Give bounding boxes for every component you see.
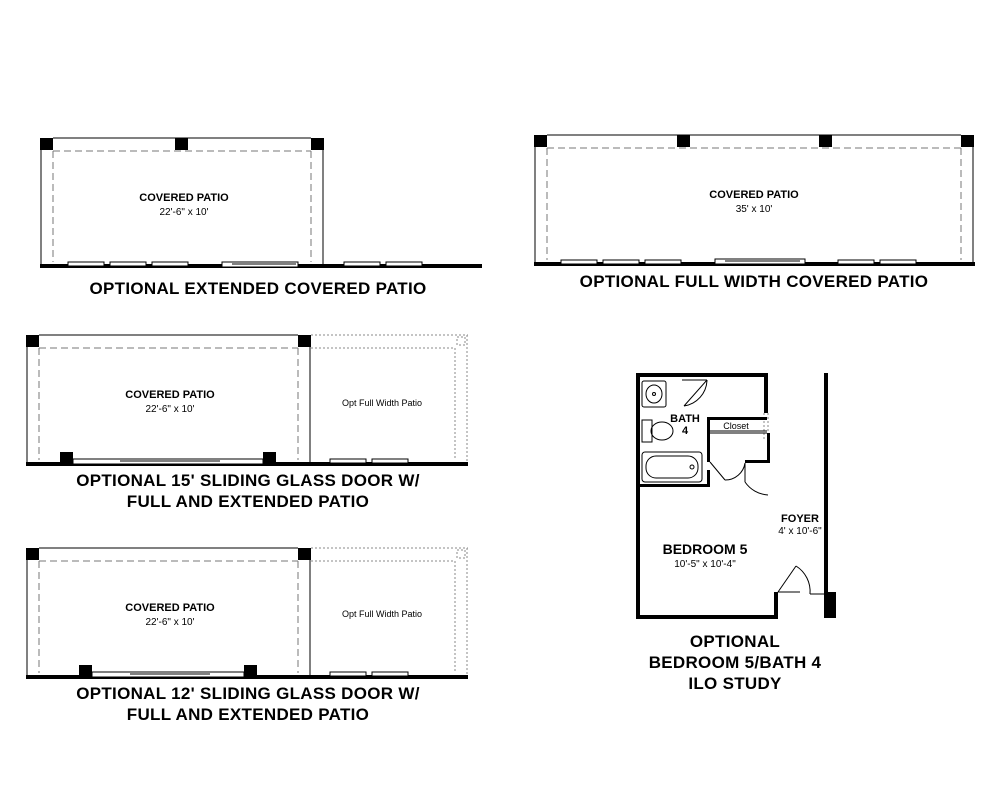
caption-line: FULL AND EXTENDED PATIO — [127, 705, 369, 724]
wall — [640, 484, 710, 487]
wall — [707, 417, 767, 420]
front-door — [777, 565, 811, 595]
post — [298, 335, 311, 347]
wall — [745, 460, 770, 463]
wall — [764, 373, 768, 413]
bath-label: BATH — [670, 413, 700, 425]
post — [263, 452, 276, 464]
window — [371, 458, 409, 464]
window — [837, 259, 875, 265]
wall — [636, 615, 778, 619]
opt-patio-label: Opt Full Width Patio — [342, 609, 422, 619]
window — [602, 259, 640, 265]
post — [677, 135, 690, 147]
bathtub — [641, 451, 703, 483]
foyer-dims: 4' x 10'-6" — [778, 526, 822, 537]
wall — [774, 592, 778, 619]
caption-line: BEDROOM 5/BATH 4 — [649, 653, 822, 672]
post — [26, 335, 39, 347]
window — [329, 671, 367, 677]
post — [961, 135, 974, 147]
window — [644, 259, 682, 265]
window — [151, 261, 189, 267]
opt-patio-label: Opt Full Width Patio — [342, 398, 422, 408]
wall — [767, 433, 770, 463]
caption-line: OPTIONAL — [690, 632, 780, 651]
plan-15-sliding-door: COVERED PATIO 22'-6" x 10' Opt Full Widt… — [26, 334, 468, 511]
post — [298, 548, 311, 560]
window — [371, 671, 409, 677]
window — [67, 261, 105, 267]
post — [40, 138, 53, 150]
bath-door — [682, 379, 708, 407]
post — [819, 135, 832, 147]
caption-line: OPTIONAL EXTENDED COVERED PATIO — [89, 279, 426, 298]
toilet-tank — [641, 419, 653, 443]
patio-dims: 22'-6" x 10' — [145, 617, 194, 628]
window — [109, 261, 147, 267]
caption-line: OPTIONAL 15' SLIDING GLASS DOOR W/ — [76, 471, 420, 490]
post — [244, 665, 257, 677]
caption-line: FULL AND EXTENDED PATIO — [127, 492, 369, 511]
patio-label: COVERED PATIO — [125, 389, 215, 401]
plan-bedroom5-bath4: BATH 4 Closet BEDROOM 5 10'-5" x 10'-4" … — [636, 373, 836, 693]
window — [560, 259, 598, 265]
closet-label: Closet — [723, 421, 749, 431]
plan-full-width-covered-patio: COVERED PATIO 35' x 10' OPTIONAL FULL WI… — [534, 134, 975, 291]
foyer-wall — [824, 373, 828, 595]
foyer-label: FOYER — [781, 513, 819, 525]
post — [79, 665, 92, 677]
patio-label: COVERED PATIO — [709, 189, 799, 201]
window — [879, 259, 917, 265]
caption-line: ILO STUDY — [688, 674, 782, 693]
bedroom-dims: 10'-5" x 10'-4" — [674, 559, 736, 570]
post — [26, 548, 39, 560]
wall — [707, 470, 710, 487]
sink — [641, 380, 667, 408]
bedroom-label: BEDROOM 5 — [663, 541, 748, 557]
post — [60, 452, 73, 464]
caption-line: OPTIONAL 12' SLIDING GLASS DOOR W/ — [76, 684, 420, 703]
window — [329, 458, 367, 464]
caption-line: OPTIONAL FULL WIDTH COVERED PATIO — [580, 272, 929, 291]
window — [385, 261, 423, 267]
window — [343, 261, 381, 267]
patio-dims: 22'-6" x 10' — [159, 207, 208, 218]
wall — [707, 417, 710, 462]
toilet-bowl — [650, 421, 674, 441]
patio-dims: 35' x 10' — [736, 204, 773, 215]
closet-door — [709, 461, 746, 481]
wall — [636, 373, 640, 619]
bedroom-door — [744, 463, 769, 496]
post — [175, 138, 188, 150]
patio-label: COVERED PATIO — [125, 602, 215, 614]
plan-extended-covered-patio: COVERED PATIO 22'-6" x 10' OPTIONAL EXTE… — [40, 137, 482, 298]
post — [534, 135, 547, 147]
wall — [636, 373, 768, 377]
post — [311, 138, 324, 150]
patio-label: COVERED PATIO — [139, 192, 229, 204]
foyer-wall — [824, 592, 836, 618]
patio-dims: 22'-6" x 10' — [145, 404, 194, 415]
bath-number: 4 — [682, 425, 689, 437]
plan-12-sliding-door: COVERED PATIO 22'-6" x 10' Opt Full Widt… — [26, 547, 468, 724]
